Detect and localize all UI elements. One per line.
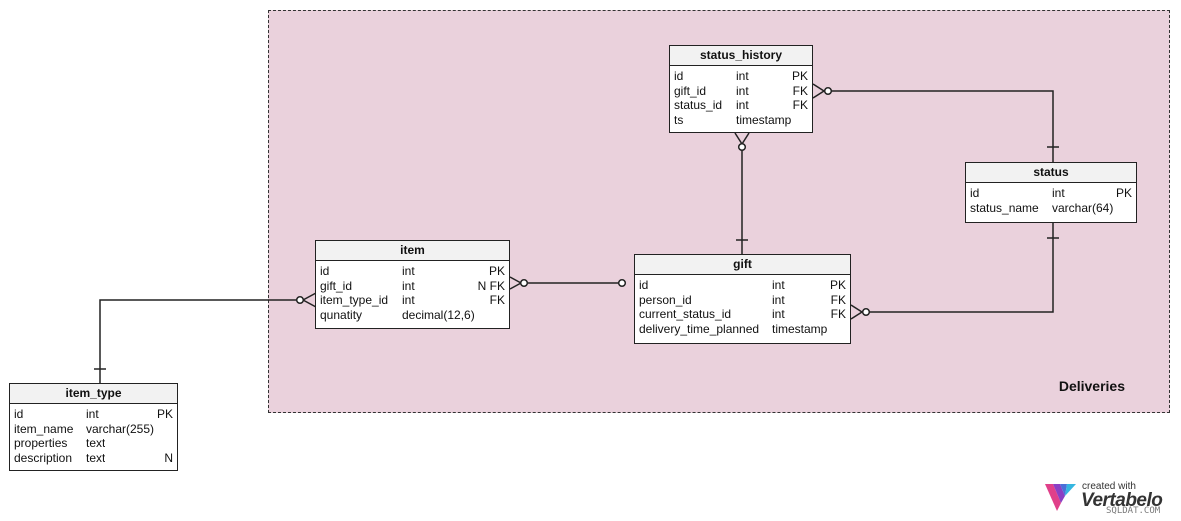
rel-item-gift[interactable] [509, 276, 627, 290]
column-name: id [970, 186, 980, 200]
table-title: item [316, 241, 509, 261]
column-type: int [736, 98, 749, 112]
created-with-label: created with [1082, 481, 1136, 492]
column-type: int [1052, 186, 1065, 200]
column-name: description [14, 450, 73, 465]
column-row[interactable]: id int PK [320, 264, 505, 279]
column-key: PK [156, 407, 173, 421]
rel-status-history-status[interactable] [812, 83, 1059, 163]
column-name: current_status_id [639, 307, 732, 321]
column-key: N FK [477, 278, 505, 293]
column-type: text [86, 450, 106, 465]
subject-area-label: Deliveries [1058, 378, 1125, 394]
column-type: int [402, 278, 415, 293]
column-row[interactable]: status_name varchar(64) [970, 201, 1132, 216]
column-name: id [639, 278, 649, 292]
column-name: id [14, 407, 24, 421]
column-key: FK [792, 83, 808, 98]
table-gift[interactable]: gift id int PK person_id int FK current_… [634, 254, 851, 344]
column-type: int [736, 69, 749, 83]
rel-gift-status[interactable] [850, 223, 1059, 320]
table-item[interactable]: item id int PK gift_id int N FK item_typ… [315, 240, 510, 329]
table-status-history[interactable]: status_history id int PK gift_id int FK … [669, 45, 813, 133]
table-title: item_type [10, 384, 177, 404]
column-name: person_id [639, 292, 692, 307]
column-name: ts [674, 112, 684, 127]
column-key: FK [792, 98, 808, 112]
column-type: int [772, 278, 785, 292]
column-type: int [402, 293, 415, 307]
column-name: id [674, 69, 684, 83]
column-key: N [164, 450, 173, 465]
column-type: varchar(64) [1052, 200, 1114, 215]
column-type: varchar(255) [86, 421, 155, 436]
column-type: int [736, 83, 749, 98]
column-name: status_id [674, 98, 723, 112]
column-name: qunatity [320, 307, 363, 322]
column-type: text [86, 436, 106, 450]
column-name: item_type_id [320, 293, 389, 307]
column-row[interactable]: item_name varchar(255) [14, 422, 173, 437]
table-title: status [966, 163, 1136, 183]
column-key: FK [489, 293, 505, 307]
column-row[interactable]: id int PK [639, 278, 846, 293]
column-key: PK [488, 264, 505, 278]
column-name: gift_id [674, 83, 707, 98]
column-row[interactable]: qunatity decimal(12,6) [320, 308, 505, 323]
rel-item-item-type[interactable] [94, 292, 317, 384]
rel-status-history-gift[interactable] [734, 132, 750, 255]
column-type: int [86, 407, 99, 421]
column-row[interactable]: current_status_id int FK [639, 307, 846, 322]
column-name: status_name [970, 200, 1039, 215]
column-row[interactable]: ts timestamp [674, 113, 808, 128]
column-name: id [320, 264, 330, 278]
column-type: int [402, 264, 415, 278]
table-title: status_history [670, 46, 812, 66]
column-type: decimal(12,6) [402, 307, 475, 322]
column-key: PK [829, 278, 846, 292]
column-key: PK [1115, 186, 1132, 200]
vertabelo-brand: Vertabelo [1081, 490, 1163, 511]
column-type: timestamp [772, 321, 828, 336]
column-type: int [772, 292, 785, 307]
table-item-type[interactable]: item_type id int PK item_name varchar(25… [9, 383, 178, 471]
column-row[interactable]: properties text [14, 436, 173, 451]
column-row[interactable]: description text N [14, 451, 173, 466]
column-key: FK [830, 292, 846, 307]
column-row[interactable]: id int PK [674, 69, 808, 84]
column-row[interactable]: gift_id int N FK [320, 279, 505, 294]
column-row[interactable]: gift_id int FK [674, 84, 808, 99]
table-title: gift [635, 255, 850, 275]
column-name: properties [14, 436, 68, 450]
column-name: delivery_time_planned [639, 321, 760, 336]
column-row[interactable]: item_type_id int FK [320, 293, 505, 308]
table-status[interactable]: status id int PK status_name varchar(64) [965, 162, 1137, 223]
watermark: SQLDAT.COM [1106, 506, 1161, 516]
vertabelo-logo-icon [1045, 484, 1076, 511]
column-row[interactable]: delivery_time_planned timestamp [639, 322, 846, 337]
column-name: gift_id [320, 278, 353, 293]
column-row[interactable]: id int PK [970, 186, 1132, 201]
column-row[interactable]: status_id int FK [674, 98, 808, 113]
column-type: timestamp [736, 112, 792, 127]
column-row[interactable]: person_id int FK [639, 293, 846, 308]
column-row[interactable]: id int PK [14, 407, 173, 422]
column-name: item_name [14, 421, 74, 436]
column-key: PK [791, 69, 808, 83]
column-type: int [772, 307, 785, 321]
column-key: FK [830, 307, 846, 321]
